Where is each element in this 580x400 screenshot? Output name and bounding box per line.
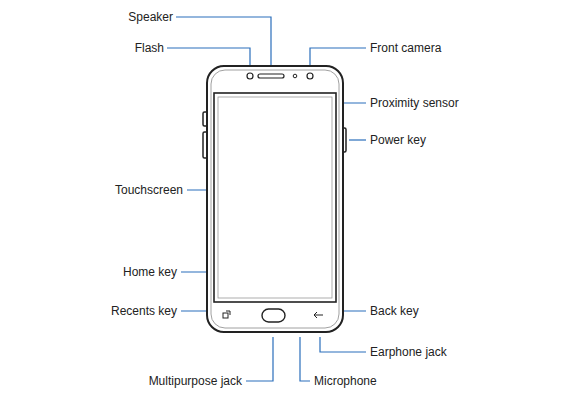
part-label: Front camera xyxy=(369,41,442,55)
touchscreen-panel xyxy=(214,93,336,302)
part-label: Proximity sensor xyxy=(369,96,460,110)
touchscreen-inner xyxy=(218,97,332,298)
part-label: Earphone jack xyxy=(369,345,448,359)
phone-housing xyxy=(207,66,343,332)
part-label: Flash xyxy=(134,41,165,55)
leader-line xyxy=(246,337,273,381)
recents-key-icon xyxy=(223,311,230,318)
speaker-slot xyxy=(258,74,284,78)
leader-line xyxy=(300,337,310,381)
flash-lens xyxy=(247,73,253,79)
back-key-icon xyxy=(314,312,323,318)
front-camera-lens xyxy=(307,73,313,79)
proximity-sensor-window xyxy=(293,74,297,78)
leader-lines xyxy=(167,17,366,381)
leader-line xyxy=(320,337,366,352)
phone-body xyxy=(203,66,346,332)
part-label: Home key xyxy=(122,265,178,279)
leader-line xyxy=(349,139,366,140)
part-label: Power key xyxy=(369,133,427,147)
phone-bezel xyxy=(211,70,339,328)
part-label: Microphone xyxy=(313,374,378,388)
part-label: Back key xyxy=(369,304,420,318)
part-label: Multipurpose jack xyxy=(148,374,243,388)
part-label: Touchscreen xyxy=(114,183,184,197)
part-label: Recents key xyxy=(110,304,178,318)
part-label: Speaker xyxy=(127,10,174,24)
home-key-button xyxy=(262,309,285,322)
leader-line xyxy=(176,17,271,71)
